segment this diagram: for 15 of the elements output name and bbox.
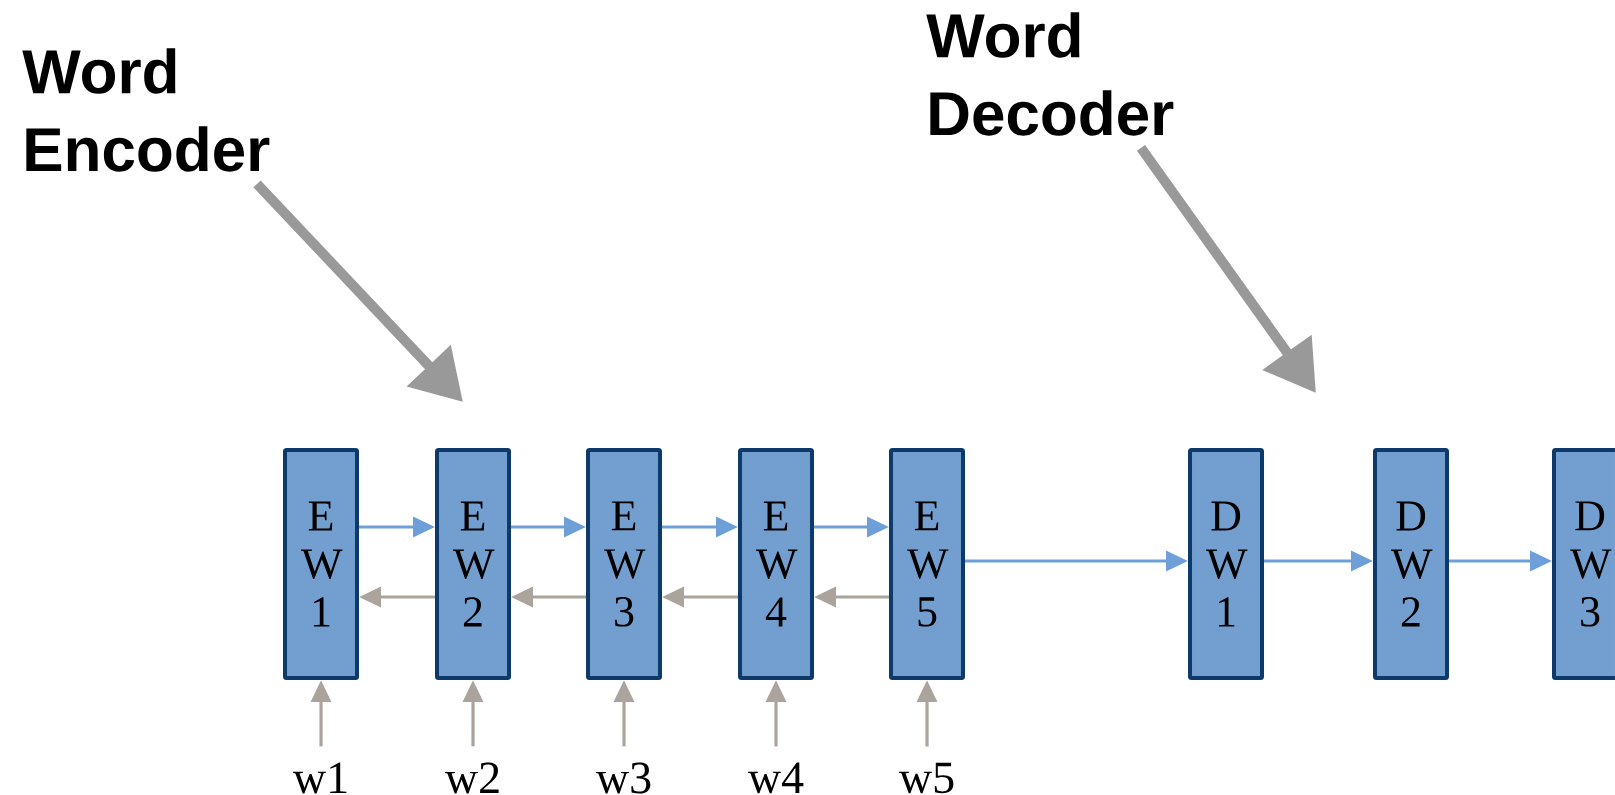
decoder-cell: D W 2 [1373,448,1449,680]
input-word: w3 [595,762,651,794]
input-word: w5 [898,762,954,794]
encoder-cell: E W 4 [738,448,814,680]
encoder-cell: E W 2 [435,448,511,680]
decoder-cell: D W 3 [1552,448,1615,680]
decoder-cell: D W 1 [1188,448,1264,680]
input-word: w2 [444,762,499,794]
encoder-cell: E W 3 [586,448,662,680]
input-word: w1 [292,762,347,794]
heading-label: Word Encoder [22,48,270,172]
encoder-cell: E W 1 [283,448,359,680]
heading-label: Word Decoder [926,12,1174,136]
encoder-cell: E W 5 [889,448,965,680]
input-word: w4 [747,762,804,794]
